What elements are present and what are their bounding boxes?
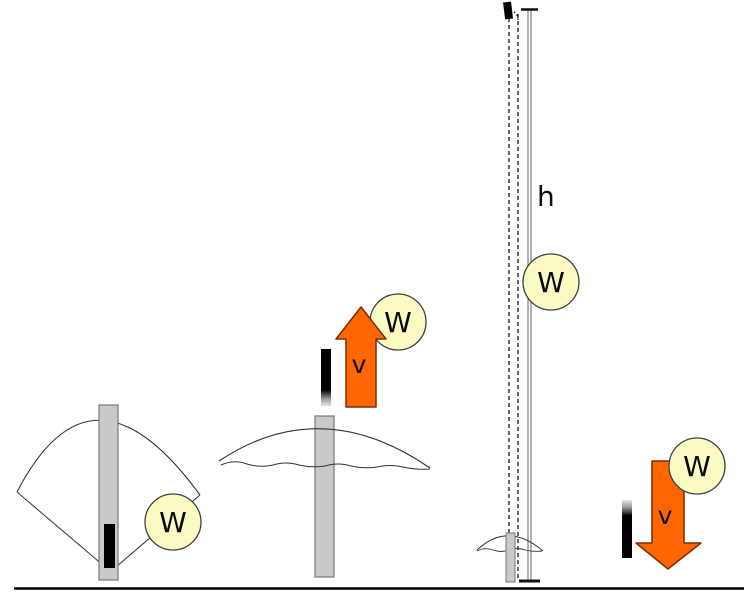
projectile-at-apex bbox=[503, 1, 514, 20]
stage-apex-height: h W bbox=[476, 1, 580, 583]
velocity-up-label: v bbox=[352, 350, 367, 379]
work-label-4: W bbox=[683, 450, 711, 483]
velocity-up-arrow bbox=[335, 306, 387, 408]
height-label: h bbox=[537, 180, 555, 213]
projectile-motion-blur bbox=[321, 390, 331, 406]
bowstring-vibrating bbox=[220, 461, 431, 470]
work-label: W bbox=[159, 506, 187, 539]
work-label-2: W bbox=[384, 306, 412, 339]
bowstring-left bbox=[16, 491, 105, 567]
projectile-loaded bbox=[104, 524, 115, 568]
distant-launch-post bbox=[505, 532, 516, 583]
bow-limb-released bbox=[218, 428, 431, 469]
projectile-falling bbox=[622, 515, 632, 558]
falling-projectile-motion-blur bbox=[622, 500, 632, 516]
velocity-down-label: v bbox=[658, 501, 673, 530]
stage-drawn-bow: W bbox=[16, 404, 202, 581]
launch-post-2 bbox=[314, 415, 335, 578]
kinetic-energy-circle-down bbox=[668, 437, 726, 495]
stage-fall: v W bbox=[622, 437, 726, 570]
projectile-rising bbox=[321, 349, 331, 391]
stage-launch: W v bbox=[218, 293, 431, 578]
potential-energy-circle bbox=[522, 253, 580, 311]
work-energy-circle bbox=[144, 493, 202, 551]
work-label-3: W bbox=[537, 266, 565, 299]
